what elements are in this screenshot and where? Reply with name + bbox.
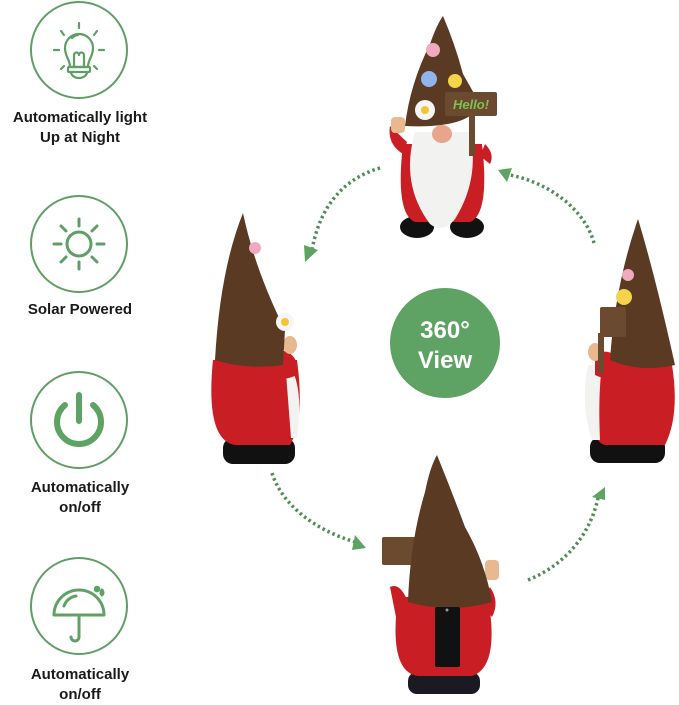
power-feature-icon-circle xyxy=(30,371,128,469)
arrow-bottom-to-right xyxy=(527,497,600,582)
arrow-right-to-top xyxy=(509,173,596,244)
power-icon xyxy=(54,392,104,447)
umbrella-icon xyxy=(52,585,106,643)
feature-label-solar-powered: Solar Powered xyxy=(0,300,160,320)
badge-line2: View xyxy=(417,347,473,374)
arrowhead-icon xyxy=(592,487,605,500)
feature-label-line1: Solar Powered xyxy=(27,301,133,318)
arrow-top-to-left xyxy=(310,166,381,251)
360-view-badge: 360° View xyxy=(390,288,500,398)
sun-icon xyxy=(52,217,106,271)
feature-label-line1: Automatically xyxy=(30,666,130,683)
lightbulb-feature-icon-circle xyxy=(30,1,128,99)
gnome-back-view xyxy=(382,455,499,694)
feature-label-line2: on/off xyxy=(59,499,101,516)
gnome-front-view: Hello! xyxy=(389,16,497,238)
umbrella-feature-icon-circle xyxy=(30,557,128,655)
feature-label-auto-on-off-rain: Automatically on/off xyxy=(0,665,160,705)
feature-label-line1: Automatically xyxy=(30,479,130,496)
feature-label-auto-on-off: Automatically on/off xyxy=(0,478,160,518)
arrowhead-icon xyxy=(352,535,366,550)
badge-line1: 360° xyxy=(420,317,470,344)
sun-feature-icon-circle xyxy=(30,195,128,293)
lightbulb-icon xyxy=(52,21,106,80)
hello-sign-text: Hello! xyxy=(453,97,490,112)
feature-label-line2: on/off xyxy=(59,686,101,703)
gnome-left-view xyxy=(211,213,300,464)
feature-label-line2: Up at Night xyxy=(40,129,120,146)
arrowhead-icon xyxy=(498,168,512,182)
feature-label-light-at-night: Automatically light Up at Night xyxy=(0,108,160,148)
feature-label-line1: Automatically light xyxy=(12,109,148,126)
arrow-left-to-bottom xyxy=(270,472,356,544)
gnome-right-view xyxy=(584,219,675,463)
arrowhead-icon xyxy=(304,245,318,262)
